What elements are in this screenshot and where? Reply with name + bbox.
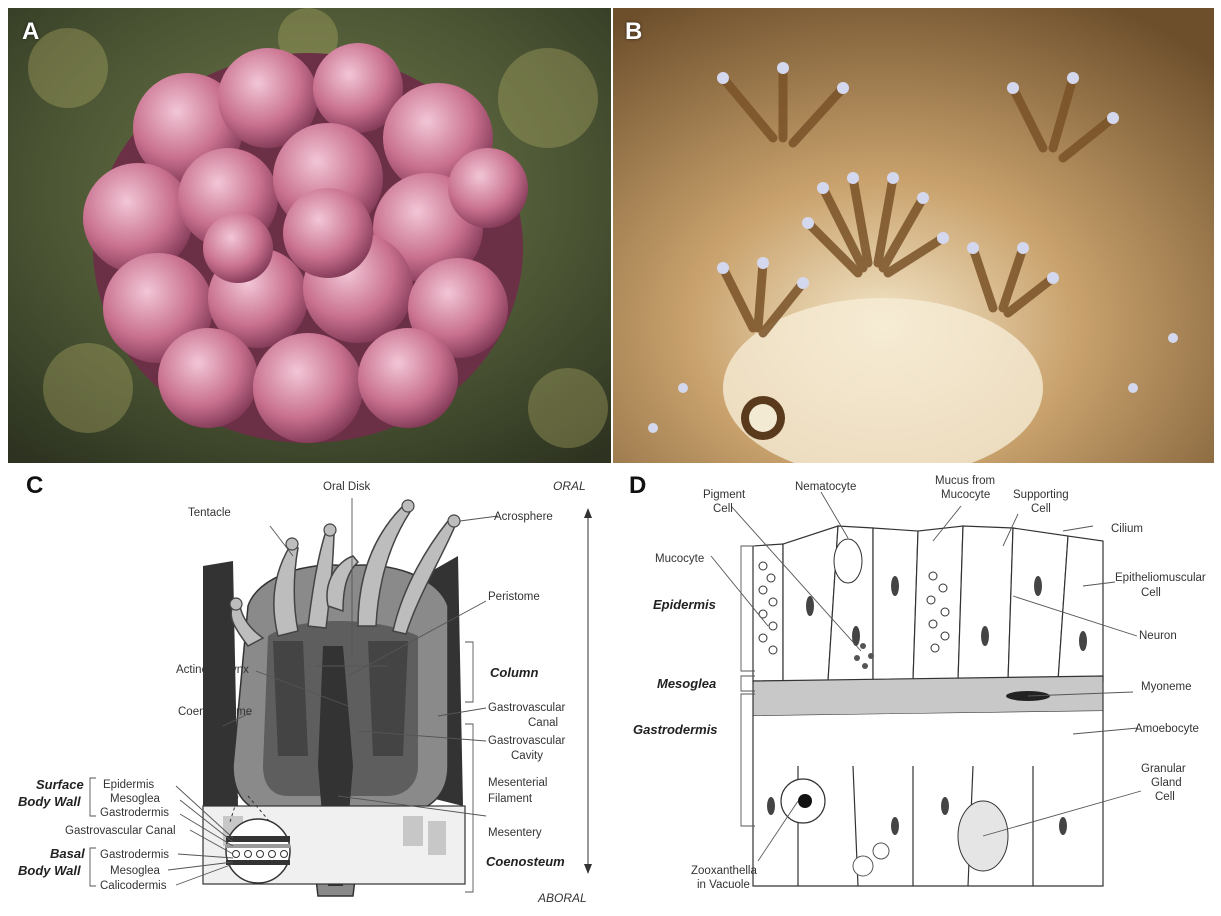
label-tentacle: Tentacle [188,507,231,519]
label-mesoglea-basal: Mesoglea [110,865,160,877]
label-pigment-cell-2: Cell [713,503,733,515]
label-coenenchyme: Coenenchyme [178,706,252,718]
label-granular-gland-cell-2: Gland [1151,777,1182,789]
label-gastrovascular-cavity-1: Gastrovascular [488,735,566,747]
diagram-tissue-cells: Pigment Cell Nematocyte Mucus from Mucoc… [613,466,1214,912]
label-mesentery: Mesentery [488,827,542,839]
photo-coral-polyps: B [613,8,1214,463]
label-acrosphere: Acrosphere [494,511,553,523]
label-mucus-2: Mucocyte [941,489,990,501]
label-actinopharynx: Actinopharynx [176,664,249,676]
panel-label-b: B [625,18,642,46]
label-oral: ORAL [553,479,586,493]
label-supporting-cell-1: Supporting [1013,489,1069,501]
label-zooxanthella-2: in Vacuole [697,879,750,891]
label-epidermis: Epidermis [103,779,154,791]
label-column: Column [490,665,538,680]
label-supporting-cell-2: Cell [1031,503,1051,515]
label-nematocyte: Nematocyte [795,481,856,493]
label-cilium: Cilium [1111,523,1143,535]
label-mucocyte: Mucocyte [655,553,704,565]
label-epitheliomuscular-cell-2: Cell [1141,587,1161,599]
label-basal-body-wall-1: Basal [50,846,85,861]
label-aboral: ABORAL [537,891,587,905]
label-coenosteum: Coenosteum [486,854,565,869]
label-amoebocyte: Amoebocyte [1135,723,1199,735]
label-peristome: Peristome [488,591,540,603]
label-neuron: Neuron [1139,630,1177,642]
label-gastrovascular-canal-2: Canal [528,717,558,729]
label-surface-body-wall-2: Body Wall [18,794,81,809]
label-mesenterial-filament-1: Mesenterial [488,777,547,789]
label-mesoglea: Mesoglea [110,793,160,805]
label-myoneme: Myoneme [1141,681,1192,693]
label-surface-body-wall-1: Surface [36,777,84,792]
panel-label-c: C [26,472,43,500]
label-mesenterial-filament-2: Filament [488,793,533,805]
photo-coral-colony: A [8,8,611,463]
label-mucus-1: Mucus from [935,475,995,487]
label-basal-body-wall-2: Body Wall [18,863,81,878]
label-gastrovascular-cavity-2: Cavity [511,750,543,762]
label-granular-gland-cell-3: Cell [1155,791,1175,803]
label-pigment-cell-1: Pigment [703,489,746,501]
label-epitheliomuscular-cell-1: Epitheliomuscular [1115,572,1206,584]
label-gastrodermis-basal: Gastrodermis [100,849,169,861]
label-granular-gland-cell-1: Granular [1141,763,1186,775]
label-gastrovascular-canal-1: Gastrovascular [488,702,566,714]
panel-label-a: A [22,18,39,46]
label-epidermis: Epidermis [653,597,716,612]
label-gastrovascular-canal-full: Gastrovascular Canal [65,825,176,837]
label-gastrodermis: Gastrodermis [633,722,718,737]
label-calicodermis: Calicodermis [100,880,167,892]
label-mesoglea: Mesoglea [657,676,716,691]
label-gastrodermis: Gastrodermis [100,807,169,819]
panel-label-d: D [629,472,646,500]
label-oral-disk: Oral Disk [323,481,371,493]
label-zooxanthella-1: Zooxanthella [691,865,757,877]
diagram-polyp-anatomy: Oral Disk Tentacle Acrosphere Peristome … [8,466,611,912]
